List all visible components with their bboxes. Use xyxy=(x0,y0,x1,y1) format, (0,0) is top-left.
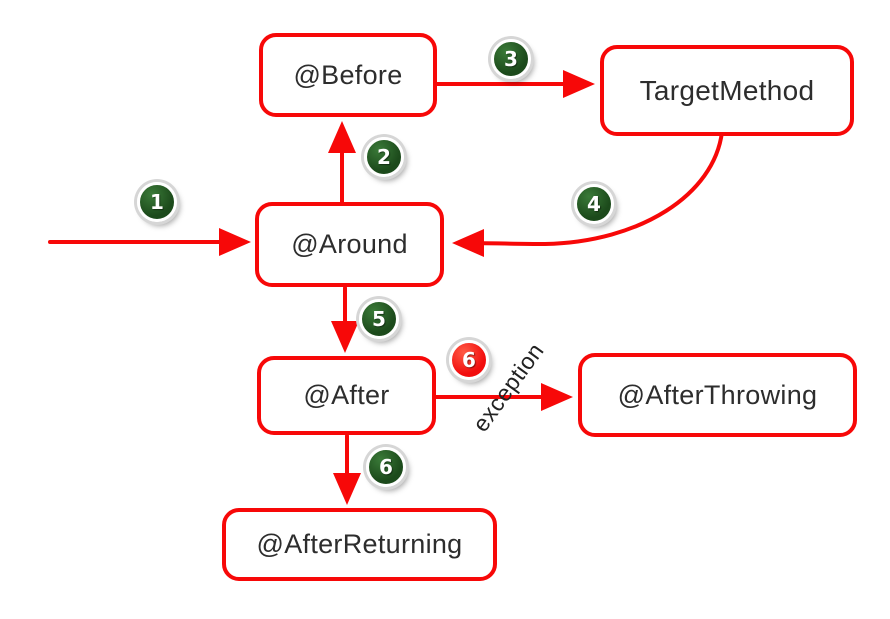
node-after: @After xyxy=(257,356,436,435)
badge-step-6-returning-number: 6 xyxy=(379,455,393,479)
badge-step-6-exception: 6 xyxy=(449,340,489,380)
badge-step-2-number: 2 xyxy=(377,145,391,169)
badge-step-1-number: 1 xyxy=(150,190,164,214)
node-after-returning: @AfterReturning xyxy=(222,508,497,581)
node-around-label: @Around xyxy=(291,229,408,259)
node-before-label: @Before xyxy=(293,59,403,90)
badge-step-4-number: 4 xyxy=(587,192,601,216)
node-after-label: @After xyxy=(303,380,390,410)
badge-step-1: 1 xyxy=(137,182,177,222)
arrow-step-4-target-to-around xyxy=(452,130,724,258)
node-after-throwing-label: @AfterThrowing xyxy=(617,379,818,410)
node-target-method: TargetMethod xyxy=(600,45,854,136)
node-after-throwing: @AfterThrowing xyxy=(578,353,857,437)
badge-step-2: 2 xyxy=(364,137,404,177)
badge-step-3-number: 3 xyxy=(504,47,518,71)
node-before: @Before xyxy=(259,33,437,117)
badge-step-5-number: 5 xyxy=(372,307,386,331)
badge-step-3: 3 xyxy=(491,39,531,79)
badge-step-5: 5 xyxy=(359,299,399,339)
node-after-returning-label: @AfterReturning xyxy=(256,529,463,559)
node-target-method-label: TargetMethod xyxy=(639,74,815,106)
badge-step-4: 4 xyxy=(574,184,614,224)
badge-step-6-returning: 6 xyxy=(366,447,406,487)
node-around: @Around xyxy=(255,202,444,287)
badge-step-6-exception-number: 6 xyxy=(462,348,476,372)
